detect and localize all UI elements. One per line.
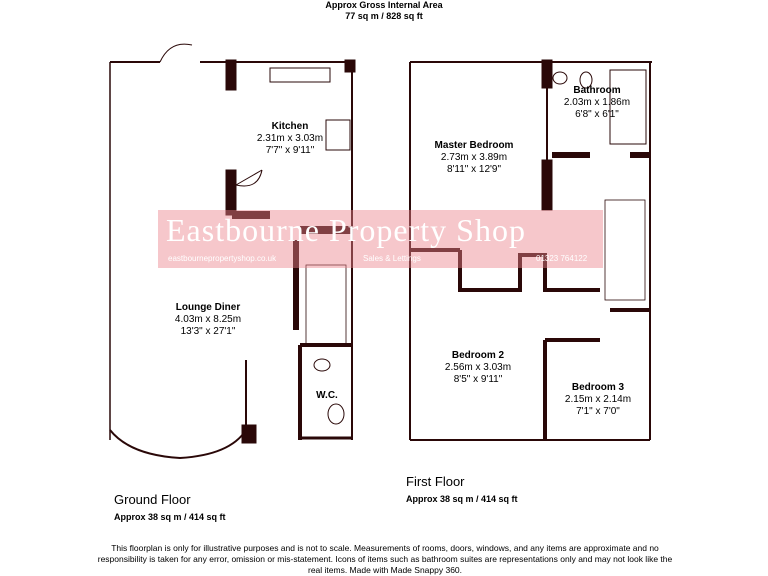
room-wc: W.C.: [316, 390, 338, 401]
watermark-website: eastbournepropertyshop.co.uk: [168, 254, 277, 263]
gross-area-value: 77 sq m / 828 sq ft: [345, 11, 423, 21]
ground-floor-area: Approx 38 sq m / 414 sq ft: [114, 512, 226, 522]
watermark-logo: Eastbourne Property Shop eastbourneprope…: [158, 210, 603, 268]
ground-floor-label: Ground Floor: [114, 492, 191, 507]
first-floor-walls: [409, 59, 652, 441]
watermark-tagline: Sales & Lettings: [363, 254, 421, 263]
disclaimer: This floorplan is only for illustrative …: [97, 543, 673, 575]
watermark-phone: 01323 764122: [536, 254, 588, 263]
watermark-name: Eastbourne Property Shop: [166, 212, 526, 248]
gross-area-title: Approx Gross Internal Area: [325, 0, 443, 10]
first-floor-area: Approx 38 sq m / 414 sq ft: [406, 494, 518, 504]
ground-floor-walls: [109, 43, 356, 460]
first-floor-label: First Floor: [406, 474, 465, 489]
